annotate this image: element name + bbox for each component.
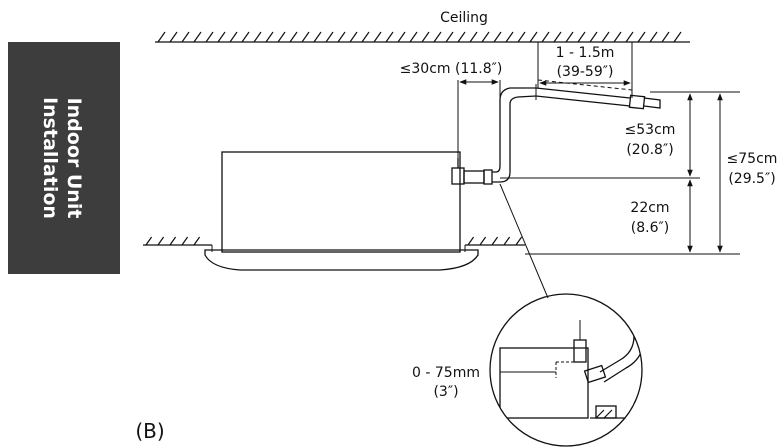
figure-label: (B)	[135, 419, 164, 443]
hatch-mark	[241, 31, 250, 43]
hatch-mark	[193, 31, 202, 43]
indoor-unit	[204, 151, 479, 271]
detail-gap-line2: (3″)	[433, 384, 458, 400]
hatch-mark	[265, 31, 274, 43]
pipe-length-line2: (39-59″)	[557, 64, 614, 80]
hatch-mark	[169, 31, 178, 43]
ceiling: Ceiling	[155, 10, 690, 43]
hatch-mark	[493, 31, 502, 43]
hatch-mark	[157, 31, 166, 43]
upper-drop-line2: (20.8″)	[626, 142, 673, 158]
hatch-mark	[193, 236, 201, 246]
pipe-length-line1: 1 - 1.5m	[556, 45, 615, 61]
hatch-mark	[565, 31, 574, 43]
hatch-mark	[505, 31, 514, 43]
side-tab-background	[8, 42, 120, 274]
hatch-mark	[491, 236, 499, 246]
hatch-mark	[229, 31, 238, 43]
total-rise-line1: ≤75cm	[727, 151, 778, 167]
hatch-mark	[673, 31, 682, 43]
side-tab-line2: Installation	[39, 97, 61, 219]
lower-rise-line1: 22cm	[630, 200, 669, 216]
hatch-mark	[637, 31, 646, 43]
hatch-mark	[157, 236, 165, 246]
hatch-mark	[145, 236, 153, 246]
hatch-mark	[277, 31, 286, 43]
lower-rise-line2: (8.6″)	[631, 220, 669, 236]
hatch-mark	[385, 31, 394, 43]
drain-pipe	[451, 42, 661, 185]
hatch-mark	[457, 31, 466, 43]
hatch-mark	[517, 31, 526, 43]
dimension-pipe-length: 1 - 1.5m (39-59″)	[539, 45, 631, 86]
hatch-mark	[301, 31, 310, 43]
hatch-mark	[503, 236, 511, 246]
total-rise-line2: (29.5″)	[728, 171, 775, 187]
hatch-mark	[253, 31, 262, 43]
detail-gap-line1: 0 - 75mm	[412, 365, 480, 381]
hatch-mark	[397, 31, 406, 43]
indoor-unit-body	[221, 151, 461, 253]
indoor-unit-panel	[204, 249, 479, 271]
hatch-mark	[479, 236, 487, 246]
hatch-mark	[467, 236, 475, 246]
hatch-mark	[217, 31, 226, 43]
hatch-mark	[661, 31, 670, 43]
dimension-horizontal-max: ≤30cm (11.8″)	[400, 61, 503, 160]
hatch-mark	[349, 31, 358, 43]
hatch-mark	[433, 31, 442, 43]
hatch-mark	[515, 236, 523, 246]
hatch-mark	[421, 31, 430, 43]
hatch-mark	[469, 31, 478, 43]
ceiling-label: Ceiling	[440, 10, 488, 26]
hatch-mark	[529, 31, 538, 43]
hatch-mark	[541, 31, 550, 43]
horizontal-max-label: ≤30cm (11.8″)	[400, 61, 503, 77]
hatch-mark	[169, 236, 177, 246]
false-ceiling	[143, 236, 525, 246]
hatch-mark	[337, 31, 346, 43]
hatch-mark	[445, 31, 454, 43]
dimension-detail-gap: 0 - 75mm (3″)	[412, 365, 556, 400]
hatch-mark	[589, 31, 598, 43]
hatch-mark	[181, 236, 189, 246]
hatch-mark	[325, 31, 334, 43]
ceiling-hatching	[157, 31, 682, 43]
detail-leader	[499, 183, 549, 299]
hatch-mark	[361, 31, 370, 43]
hatch-mark	[553, 31, 562, 43]
hatch-mark	[409, 31, 418, 43]
hatch-mark	[373, 31, 382, 43]
hatch-mark	[577, 31, 586, 43]
detail-view	[489, 293, 643, 447]
hatch-mark	[649, 31, 658, 43]
hatch-mark	[205, 31, 214, 43]
hatch-mark	[601, 31, 610, 43]
hatch-mark	[289, 31, 298, 43]
hatch-mark	[181, 31, 190, 43]
hatch-mark	[613, 31, 622, 43]
upper-drop-line1: ≤53cm	[625, 122, 676, 138]
hatch-mark	[481, 31, 490, 43]
side-tab: Indoor Unit Installation	[8, 42, 120, 274]
hatch-mark	[313, 31, 322, 43]
side-tab-line1: Indoor Unit	[63, 98, 85, 219]
vertical-dimensions	[500, 91, 740, 255]
hatch-mark	[625, 31, 634, 43]
